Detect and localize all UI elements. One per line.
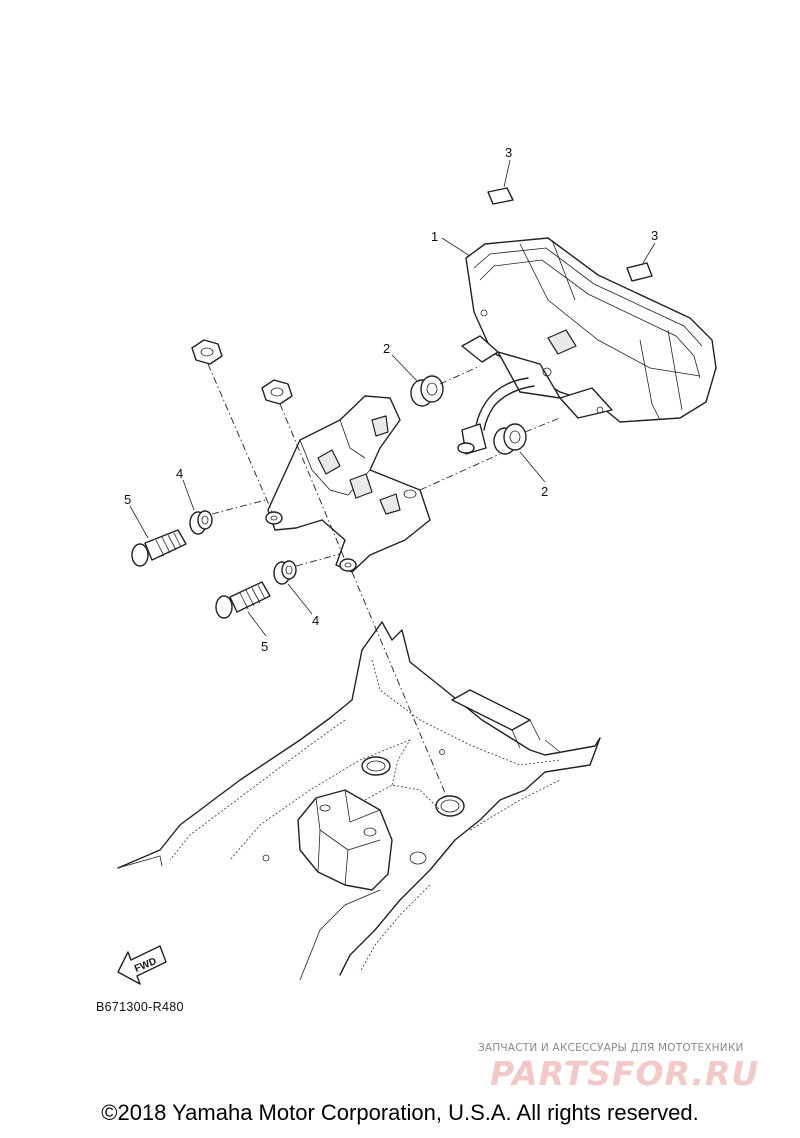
callout-3-right: 3	[651, 228, 658, 243]
callout-2-upper: 2	[383, 341, 390, 356]
grommet-part-2-upper[interactable]	[410, 375, 444, 407]
callout-1: 1	[431, 229, 438, 244]
callout-4-upper: 4	[176, 466, 183, 481]
front-frame	[117, 621, 601, 981]
axis-bracket-grommet	[419, 453, 501, 491]
leader-2a	[391, 354, 419, 383]
leader-4b	[287, 583, 313, 615]
grommet-part-2-lower[interactable]	[493, 423, 527, 455]
leader-5b	[247, 611, 267, 637]
leader-4a	[182, 479, 195, 511]
leader-3a	[503, 159, 511, 188]
watermark-tagline: ЗАПЧАСТИ И АКСЕССУАРЫ ДЛЯ МОТОТЕХНИКИ	[478, 1042, 744, 1054]
pad-part-3-right[interactable]	[626, 262, 653, 282]
axis-2b	[524, 417, 561, 433]
callout-5-lower: 5	[261, 639, 268, 654]
fwd-arrow-icon: FWD	[117, 945, 167, 985]
meter-assembly-part-1[interactable]	[457, 237, 717, 455]
callout-5-upper: 5	[124, 492, 131, 507]
meter-bracket[interactable]	[265, 395, 431, 573]
washer-part-4-upper[interactable]	[189, 510, 213, 535]
axis-bracket-frame	[351, 571, 449, 801]
callout-2-lower: 2	[541, 484, 548, 499]
pad-part-3-upper[interactable]	[487, 187, 514, 205]
axis-bolt-lower	[295, 553, 341, 567]
watermark-logo: PARTSFOR.RU	[490, 1054, 760, 1093]
copyright-footer: ©2018 Yamaha Motor Corporation, U.S.A. A…	[101, 1100, 699, 1125]
bracket-nut-lower[interactable]	[261, 379, 293, 405]
axis-nut-lower	[279, 403, 346, 561]
callout-4-lower: 4	[312, 613, 319, 628]
callout-3-upper: 3	[505, 145, 512, 160]
axis-nut-upper	[207, 363, 273, 513]
bolt-part-5-upper[interactable]	[131, 529, 187, 567]
leader-1	[441, 237, 471, 257]
washer-part-4-lower[interactable]	[273, 560, 297, 585]
bolt-part-5-lower[interactable]	[215, 581, 271, 619]
axis-2a	[439, 365, 481, 385]
axis-bolt-upper	[211, 499, 267, 515]
leader-5a	[129, 505, 149, 539]
leader-3b	[642, 242, 656, 264]
bracket-nut-upper[interactable]	[191, 339, 223, 365]
diagram-code: B671300-R480	[96, 1000, 184, 1014]
leader-2b	[519, 451, 546, 483]
